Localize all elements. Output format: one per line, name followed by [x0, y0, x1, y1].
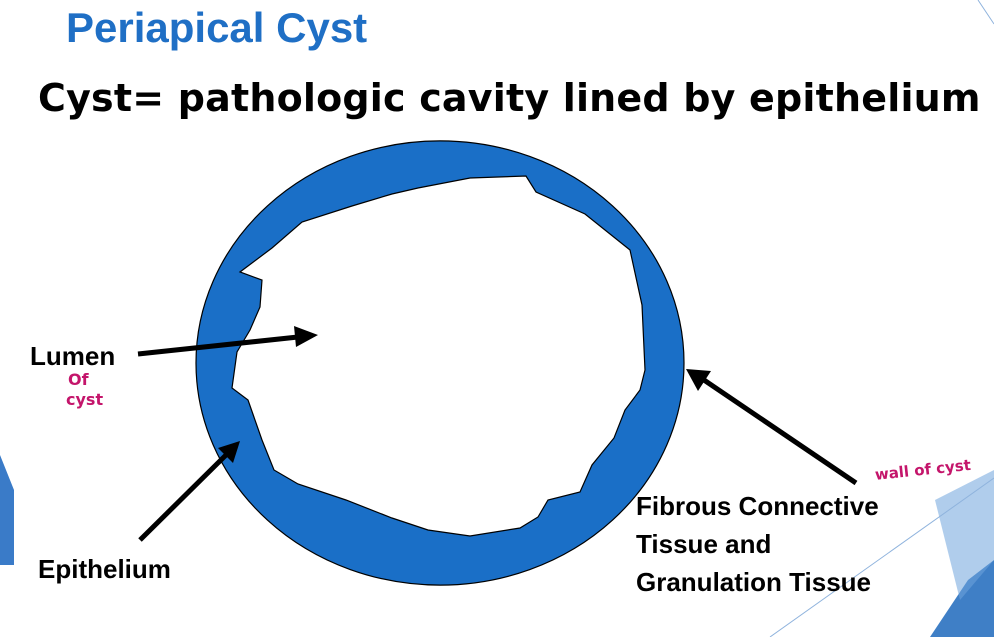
wall-label-line-2: Tissue and — [636, 529, 772, 559]
lumen-arrowhead — [294, 326, 318, 347]
lumen-arrow — [137, 334, 299, 357]
decor-right-triangle-light — [935, 470, 994, 600]
wall-label-line-1: Fibrous Connective — [636, 491, 879, 521]
slide-subtitle: Cyst= pathologic cavity lined by epithel… — [38, 76, 981, 120]
wall-arrowhead — [686, 369, 711, 391]
epithelium-arrowhead — [218, 441, 240, 463]
epithelium-arrow — [138, 453, 228, 542]
decor-left-triangle — [0, 455, 14, 565]
lumen-note-line-1: Of — [68, 370, 89, 389]
slide-title: Periapical Cyst — [66, 4, 368, 51]
decor-line-top-right — [977, 0, 994, 25]
lumen-note-line-2: cyst — [66, 390, 104, 409]
cyst-wall — [195, 140, 685, 586]
wall-label-line-3: Granulation Tissue — [636, 567, 872, 597]
epithelium-label: Epithelium — [38, 554, 171, 584]
wall-arrow — [702, 377, 858, 486]
decor-line-bottom-right — [769, 477, 994, 637]
decor-right-triangle — [930, 560, 994, 637]
lumen-label: Lumen — [30, 341, 116, 371]
